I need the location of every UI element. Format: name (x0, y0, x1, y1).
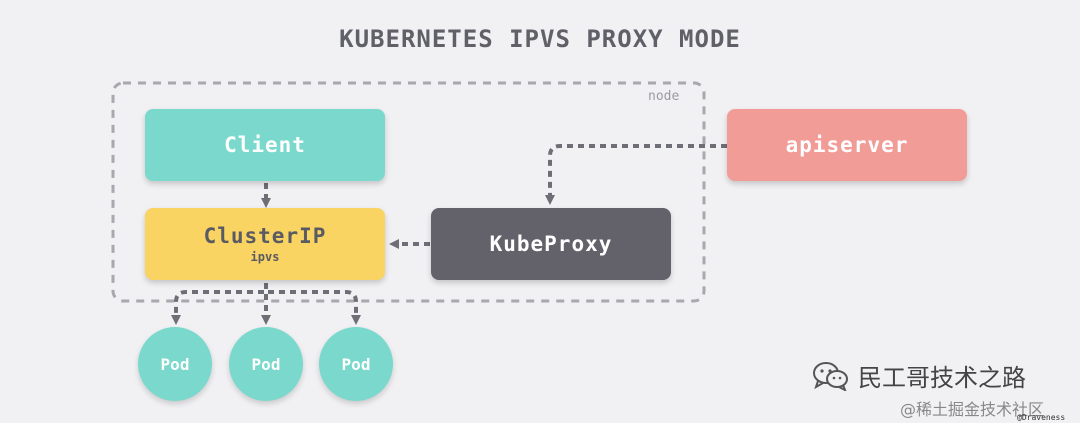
client-box: Client (145, 109, 385, 181)
watermark-text: 民工哥技术之路 (858, 364, 1026, 392)
arrow-clusterip-to-pod-3 (264, 283, 361, 325)
diagram-title: KUBERNETES IPVS PROXY MODE (339, 25, 741, 53)
client-label: Client (224, 133, 306, 157)
author-watermark: @Draveness (1017, 413, 1066, 422)
clusterip-sublabel: ipvs (250, 250, 280, 264)
arrow-clusterip-to-pod-1 (171, 283, 268, 325)
apiserver-box: apiserver (727, 109, 967, 181)
node-boundary (111, 81, 706, 303)
node-label: node (648, 89, 680, 104)
clusterip-label: ClusterIP (203, 224, 327, 248)
platform-watermark: @稀土掘金技术社区 (900, 400, 1045, 419)
kubeproxy-box: KubeProxy (431, 208, 671, 280)
pod-2: Pod (229, 327, 303, 401)
apiserver-label: apiserver (785, 133, 909, 157)
wechat-icon (813, 361, 848, 391)
kubeproxy-label: KubeProxy (489, 232, 613, 256)
arrow-apiserver-to-kubeproxy (545, 144, 727, 205)
pod-3: Pod (319, 327, 393, 401)
watermark: 民工哥技术之路 (812, 358, 1026, 393)
pod-1: Pod (138, 327, 212, 401)
clusterip-box: ClusterIP ipvs (145, 208, 385, 280)
